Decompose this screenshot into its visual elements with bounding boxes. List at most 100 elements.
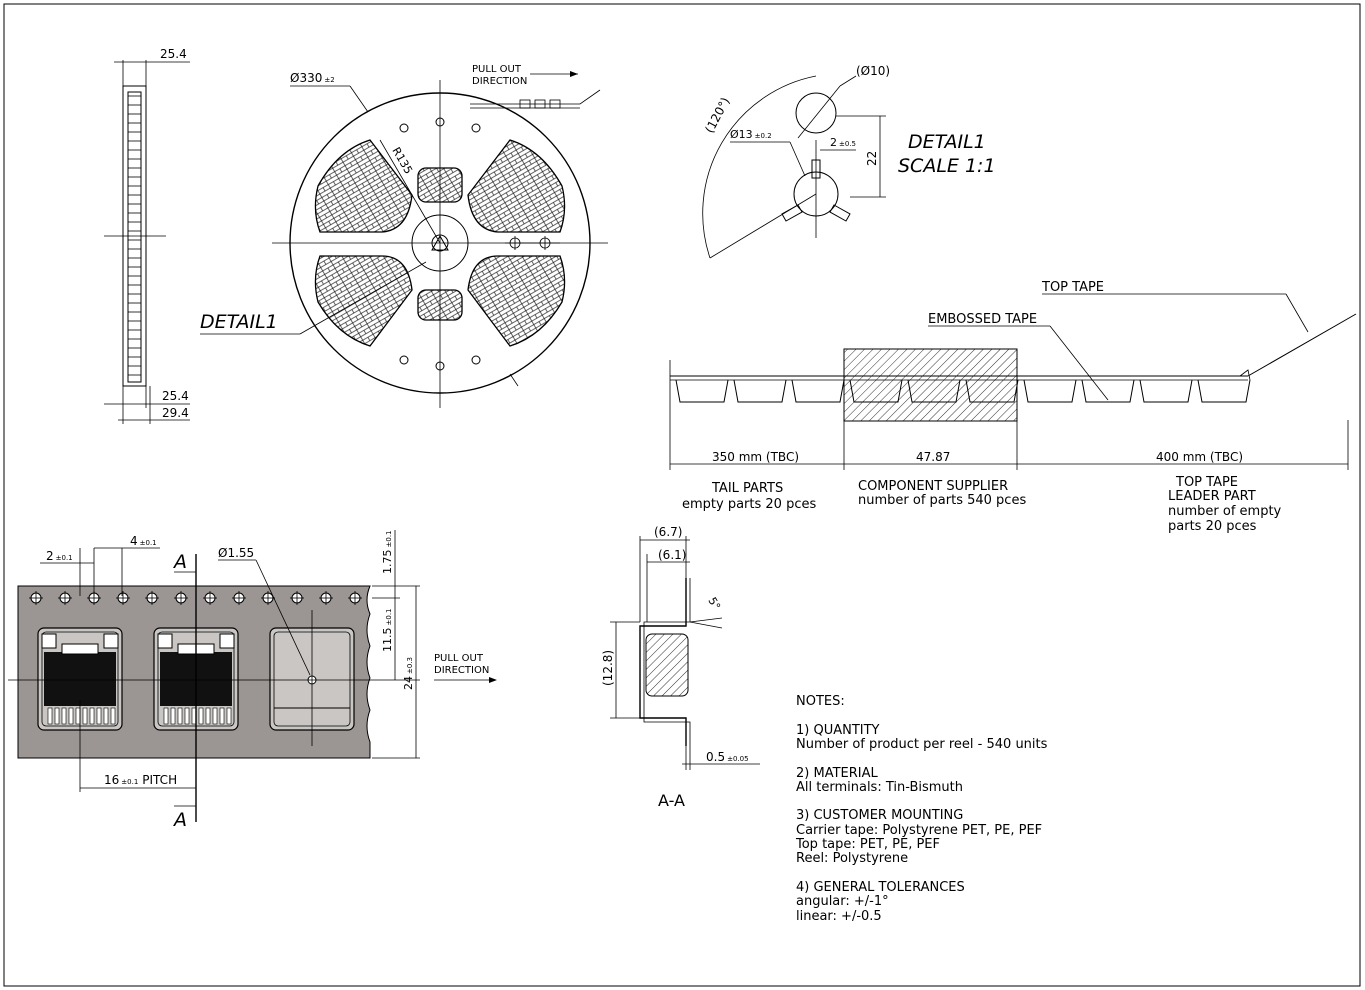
leader-title-2: LEADER PART: [1168, 489, 1256, 504]
dim-4: 4±0.1: [130, 534, 157, 548]
leader-sub-1: number of empty: [1168, 504, 1282, 519]
note3-line3: Reel: Polystyrene: [796, 851, 908, 866]
detail1-callout: DETAIL1: [200, 311, 278, 333]
component-section-hatch: [843, 348, 1018, 422]
side-dim-bottom-inner: 25.4: [162, 389, 189, 403]
connector-pin: [89, 707, 95, 725]
connector-pin: [212, 707, 218, 725]
connector-pin: [61, 707, 67, 725]
hole-diameter: Ø1.55: [218, 546, 254, 560]
reel-side-view: 25.4 25.4 29.4: [104, 47, 190, 424]
reel-window-2: [467, 139, 566, 233]
profile-pocket: [675, 379, 729, 403]
connector-pin: [54, 707, 60, 725]
reel-hub: [411, 214, 469, 272]
connector-pin: [184, 707, 190, 725]
detail1-hole-large: [795, 92, 837, 134]
reel-front-view: Ø330±2 R135 PULL OUT DIRECTION DETAIL1: [200, 64, 608, 408]
connector-led: [157, 633, 173, 649]
reel-window-1: [314, 139, 413, 233]
note4-line1: angular: +/-1°: [796, 894, 889, 909]
sheet-border: [3, 3, 1361, 987]
section-angle: 5°: [705, 595, 723, 612]
dim-128: (12.8): [601, 650, 615, 686]
tape-profile: TOP TAPE EMBOSSED TAPE 350 mm (TBC) 47.8…: [669, 280, 1357, 534]
dim-175: 1.75±0.1: [381, 531, 394, 575]
detail1-hole-small: Ø13±0.2: [730, 128, 772, 141]
note3-title: 3) CUSTOMER MOUNTING: [796, 808, 963, 823]
connector-pin: [226, 707, 232, 725]
connector-pin: [177, 707, 183, 725]
section-a-bottom: A: [172, 809, 187, 831]
reel-window-6: [417, 289, 463, 321]
note1-title: 1) QUANTITY: [796, 723, 880, 738]
notes-heading: NOTES:: [796, 694, 845, 709]
connector-pin: [96, 707, 102, 725]
dim-2: 2±0.1: [46, 549, 73, 563]
profile-pocket: [1197, 379, 1251, 403]
reel-diameter: Ø330±2: [290, 71, 335, 85]
tape-pull-out-2: DIRECTION: [434, 665, 489, 676]
connector-latch: [61, 643, 99, 655]
connector-led: [41, 633, 57, 649]
reel-pull-out-1: PULL OUT: [472, 64, 522, 75]
detail1-hole-big-label: (Ø10): [856, 64, 890, 78]
section-a-top: A: [172, 551, 187, 573]
connector-body: [44, 652, 116, 706]
dim-tail-length: 350 mm (TBC): [712, 450, 799, 464]
reel-pull-out-2: DIRECTION: [472, 76, 527, 87]
connector-pin: [110, 707, 116, 725]
profile-pocket: [1139, 379, 1193, 403]
reel-window-5: [417, 167, 463, 203]
detail1-scale: SCALE 1:1: [898, 155, 996, 177]
tail-parts-sub: empty parts 20 pces: [682, 497, 816, 512]
supplier-title: COMPONENT SUPPLIER: [858, 479, 1008, 494]
note3-line2: Top tape: PET, PE, PEF: [795, 837, 940, 852]
tail-parts-title: TAIL PARTS: [711, 481, 783, 496]
connector-led: [219, 633, 235, 649]
dim-thickness: 0.5±0.05: [706, 750, 749, 764]
detail1-height: 22: [865, 151, 879, 166]
embossed-tape-label: EMBOSSED TAPE: [928, 312, 1037, 327]
connector-led: [103, 633, 119, 649]
note4-title: 4) GENERAL TOLERANCES: [796, 880, 965, 895]
notes-block: NOTES: 1) QUANTITY Number of product per…: [795, 694, 1048, 924]
side-dim-top: 25.4: [160, 47, 187, 61]
detail1-title: DETAIL1: [908, 131, 986, 153]
profile-pocket: [1023, 379, 1077, 403]
dim-24: 24±0.3: [402, 657, 415, 690]
connector-pin: [219, 707, 225, 725]
note4-line2: linear: +/-0.5: [796, 909, 882, 924]
connector-pin: [68, 707, 74, 725]
dim-component-length: 47.87: [916, 450, 950, 464]
note3-line1: Carrier tape: Polystyrene PET, PE, PEF: [796, 823, 1042, 838]
connector-pin: [170, 707, 176, 725]
leader-title-1: TOP TAPE: [1175, 475, 1238, 490]
dim-61: (6.1): [658, 548, 686, 562]
detail1-slot: 2±0.5: [830, 136, 856, 149]
connector-pin: [103, 707, 109, 725]
connector-pin: [163, 707, 169, 725]
tape-pull-out-1: PULL OUT: [434, 653, 484, 664]
section-aa-title: A-A: [658, 791, 685, 810]
dim-leader-length: 400 mm (TBC): [1156, 450, 1243, 464]
connector-pin: [75, 707, 81, 725]
connector-pin: [198, 707, 204, 725]
profile-pocket: [1081, 379, 1135, 403]
detail1-angle: (120°): [702, 95, 732, 135]
profile-pocket: [791, 379, 845, 403]
connector-pin: [47, 707, 53, 725]
connector-pin: [205, 707, 211, 725]
detail1-view: (Ø10) Ø13±0.2 2±0.5 22 (120°) DETAIL1 SC…: [702, 64, 996, 259]
connector-pin: [82, 707, 88, 725]
supplier-sub: number of parts 540 pces: [858, 493, 1026, 508]
side-dim-bottom-outer: 29.4: [162, 406, 189, 420]
dim-115: 11.5±0.1: [381, 609, 394, 653]
profile-pocket: [733, 379, 787, 403]
reel-window-3: [314, 255, 413, 347]
top-tape-label: TOP TAPE: [1041, 280, 1104, 295]
section-aa-view: (6.7) (6.1) (12.8) 5° 0.5±0.05 A-A: [601, 525, 760, 810]
note2-title: 2) MATERIAL: [796, 766, 878, 781]
dim-67: (6.7): [654, 525, 682, 539]
